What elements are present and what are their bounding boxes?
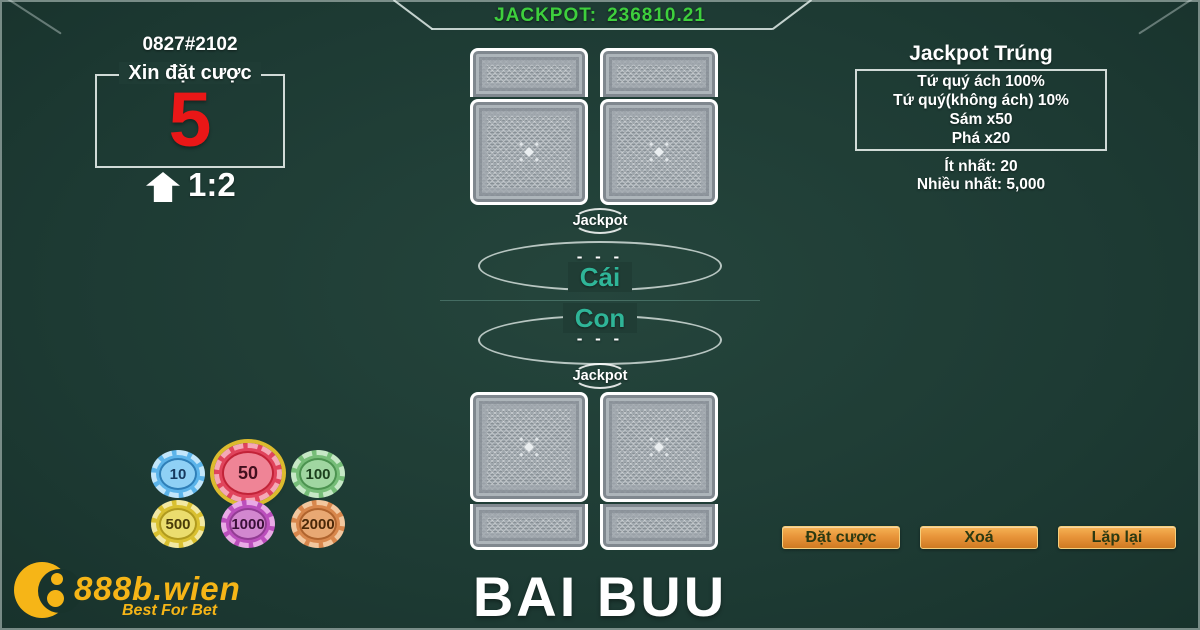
jackpot-rule: Tứ quý ách 100% — [917, 73, 1045, 90]
jackpot-banner-label: JACKPOT: — [494, 5, 598, 26]
jackpot-rule: Sám x50 — [949, 111, 1013, 128]
chip-500[interactable]: 500 — [151, 500, 205, 548]
chip-value: 50 — [237, 462, 259, 483]
card-back — [600, 48, 718, 97]
min-bet-label: Ít nhất: 20 — [944, 158, 1018, 175]
jackpot-info-title: Jackpot Trúng — [909, 42, 1053, 65]
jackpot-rule: Tứ quý(không ách) 10% — [893, 92, 1069, 109]
raise-arrow-icon — [146, 172, 180, 202]
card-back — [470, 48, 588, 97]
jackpot-banner-value: 236810.21 — [607, 5, 706, 26]
jackpot-rule: Phá x20 — [951, 130, 1011, 147]
max-bet-label: Nhiều nhất: 5,000 — [916, 176, 1046, 193]
jackpot-rules-box: Tứ quý ách 100% Tứ quý(không ách) 10% Sá… — [855, 69, 1107, 151]
jackpot-marker-oval — [573, 363, 627, 389]
banner-border-bottom — [431, 28, 773, 30]
chip-50[interactable]: 50 — [214, 443, 282, 503]
card-back — [470, 99, 588, 205]
chip-value: 1000 — [231, 515, 265, 533]
logo-dot-large — [47, 590, 64, 607]
chip-value: 2000 — [301, 515, 335, 533]
jackpot-marker-bottom: Jackpot — [0, 363, 1200, 389]
chip-2000[interactable]: 2000 — [291, 500, 345, 548]
card-back — [470, 392, 588, 502]
chip-100[interactable]: 100 — [291, 450, 345, 498]
bet-amount: 5 — [168, 77, 212, 163]
jackpot-banner: JACKPOT: 236810.21 — [0, 5, 1200, 27]
card-back — [470, 504, 588, 550]
bet-panel-title: Xin đặt cược — [95, 62, 285, 85]
banker-cards-placeholder: - - - — [576, 247, 624, 266]
brand-tagline: Best For Bet — [122, 602, 218, 619]
jackpot-marker-top: Jackpot — [0, 208, 1200, 234]
brand-logo-icon — [14, 562, 82, 618]
chip-value: 500 — [165, 515, 191, 533]
clear-button[interactable]: Xoá — [920, 526, 1038, 549]
logo-dot-small — [51, 573, 63, 585]
bet-ratio: 1:2 — [188, 166, 236, 203]
card-back — [600, 392, 718, 502]
table-divider — [440, 300, 760, 301]
chip-value: 10 — [169, 465, 187, 483]
game-title: BAI BUU — [472, 565, 728, 628]
card-back — [600, 504, 718, 550]
banker-label: Cái — [0, 262, 1200, 293]
card-back — [600, 99, 718, 205]
jackpot-marker-oval — [573, 208, 627, 234]
bet-button[interactable]: Đặt cược — [782, 526, 900, 549]
player-label: Con — [0, 303, 1200, 334]
session-id: 0827#2102 — [142, 34, 238, 55]
repeat-button[interactable]: Lặp lại — [1058, 526, 1176, 549]
player-cards-placeholder: - - - — [576, 329, 624, 348]
chip-10[interactable]: 10 — [151, 450, 205, 498]
chip-1000[interactable]: 1000 — [221, 500, 275, 548]
chip-value: 100 — [305, 465, 331, 483]
brand-name: 888b.wien — [74, 570, 241, 607]
